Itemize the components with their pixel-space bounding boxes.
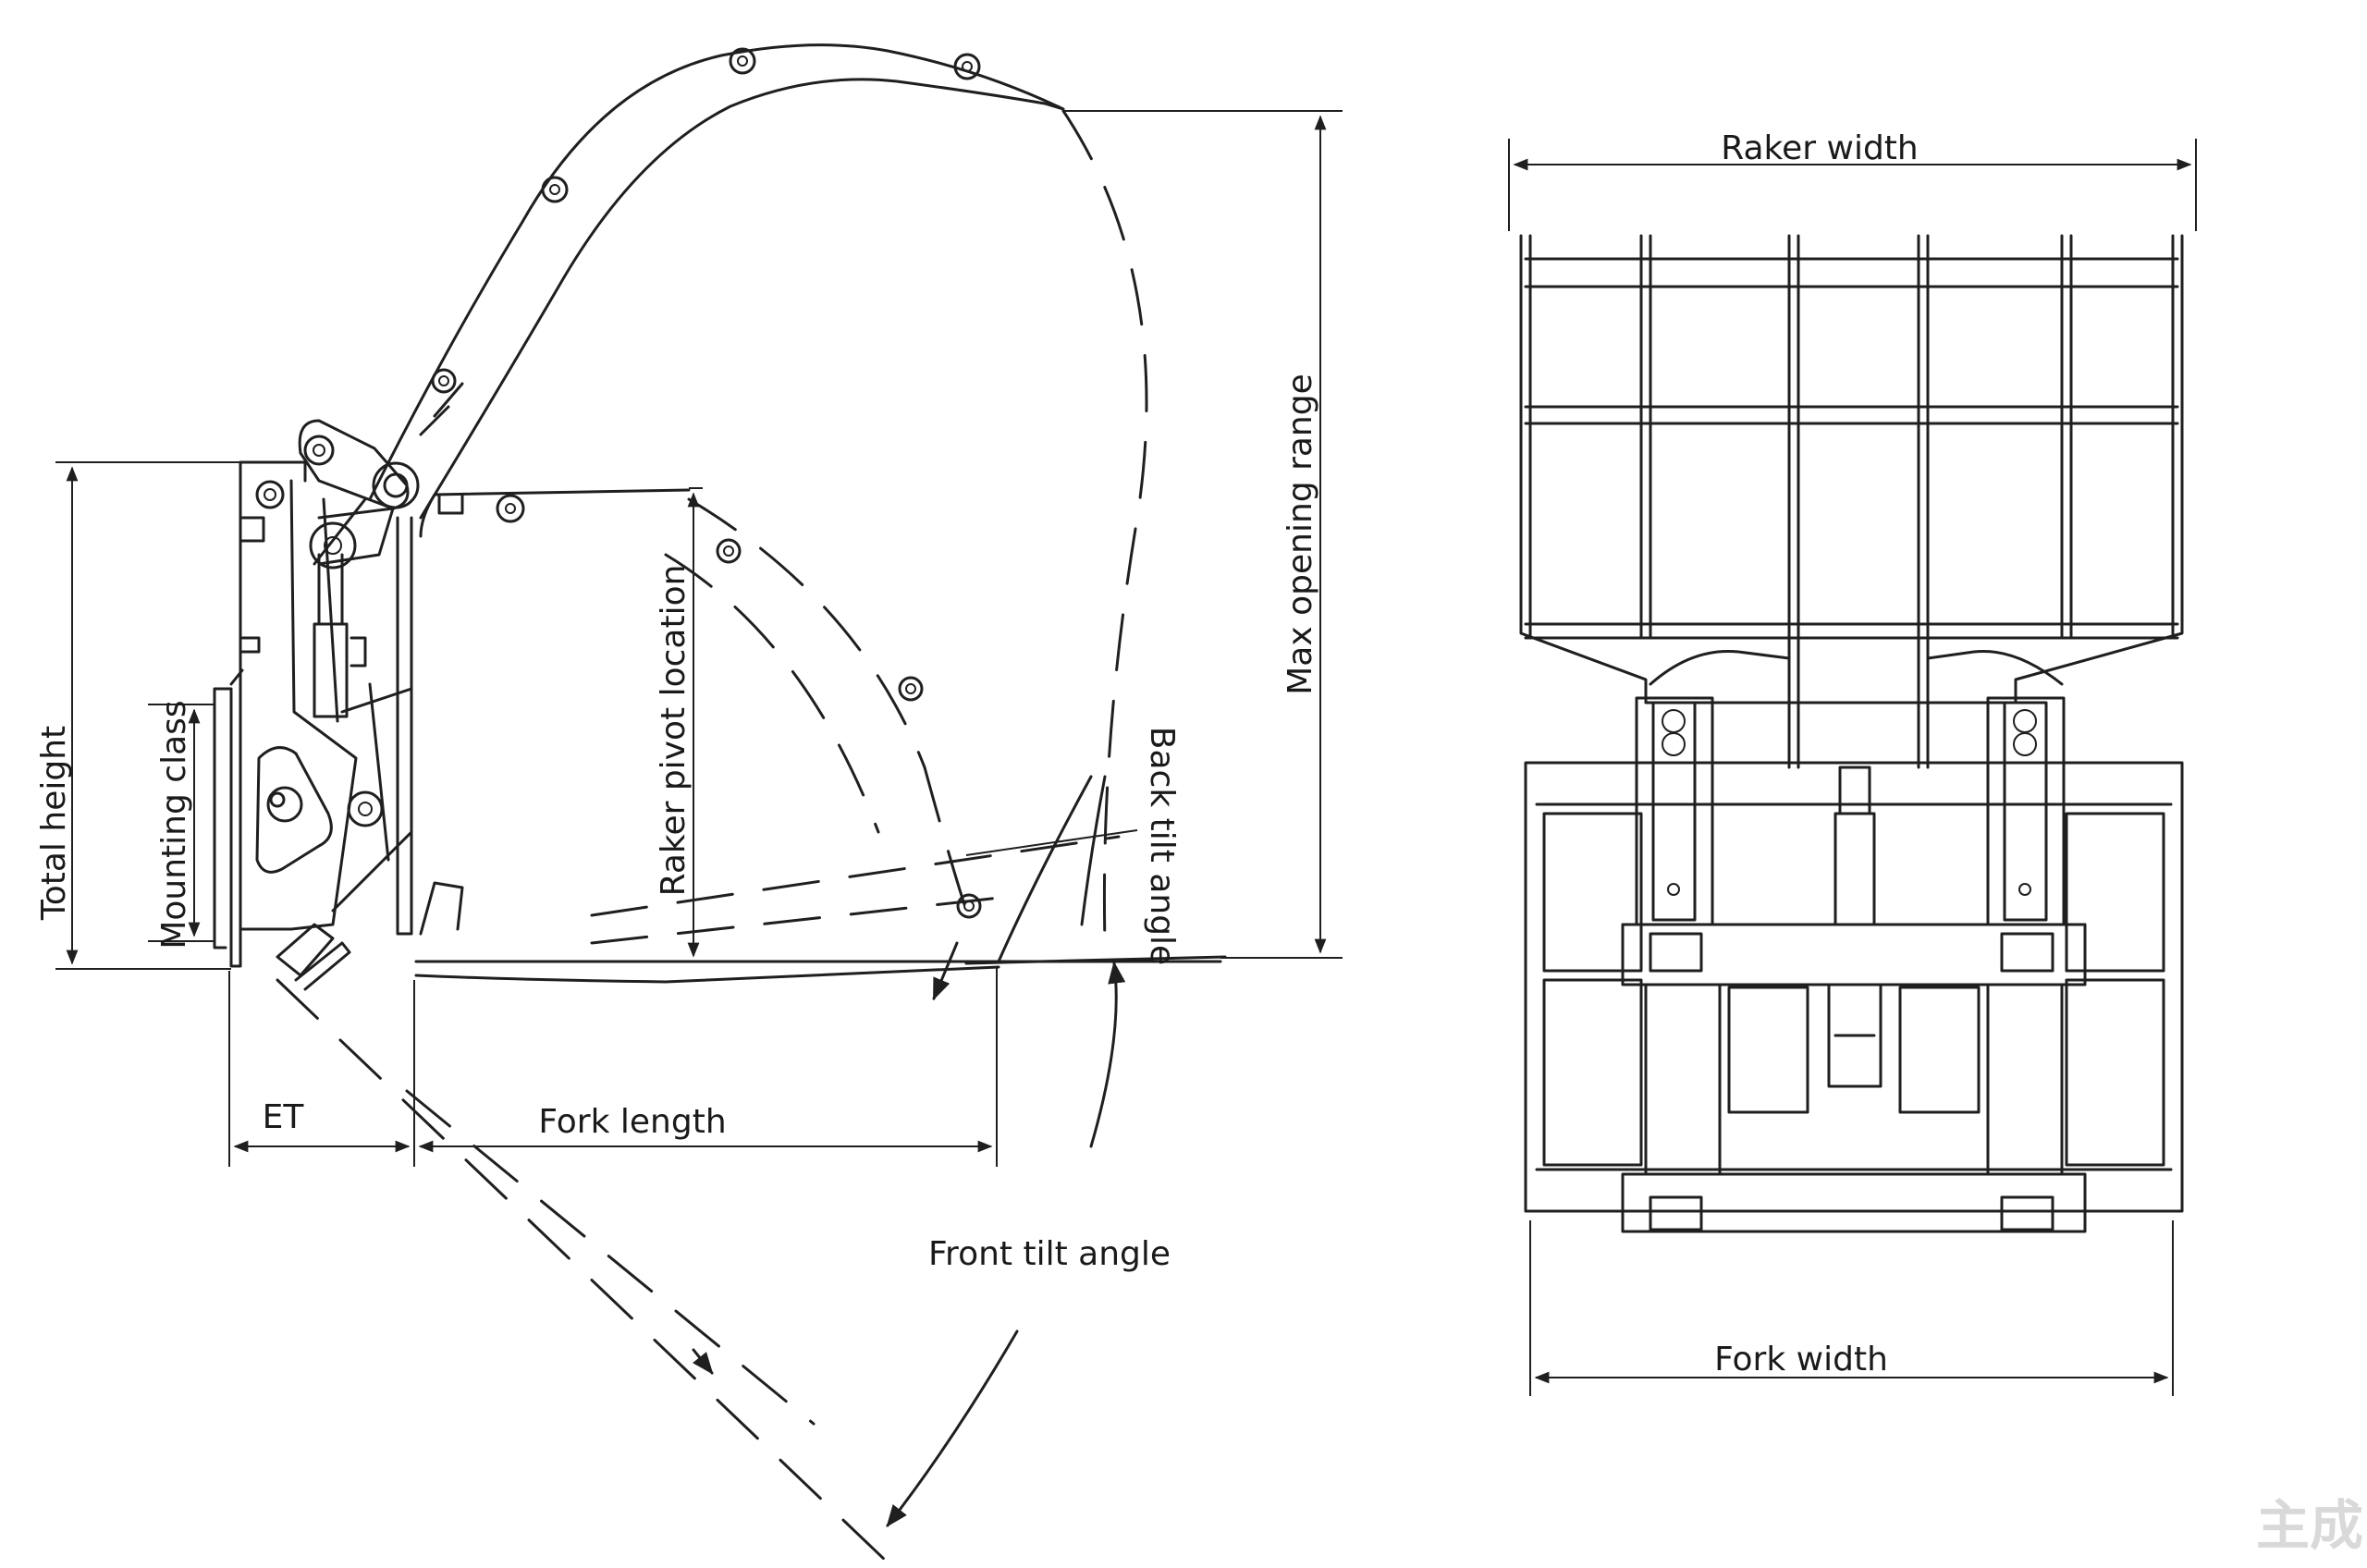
raker-swing-path	[590, 109, 1148, 945]
label-et: ET	[263, 1098, 305, 1136]
pivot-bracket	[255, 746, 384, 874]
side-cylinders	[1635, 696, 2066, 926]
label-fork-length: Fork length	[538, 1103, 726, 1141]
lower-link	[276, 923, 351, 991]
fork-tines	[1621, 983, 2087, 1233]
label-total-height: Total height	[35, 726, 73, 921]
label-raker-width: Raker width	[1721, 129, 1918, 167]
center-cylinder	[1827, 766, 1883, 1088]
label-mounting-class: Mounting class	[155, 700, 193, 949]
dimensions	[55, 110, 1343, 1167]
raker-grid	[1519, 234, 2184, 769]
label-back-tilt-angle: Back tilt angle	[1143, 727, 1181, 965]
mounting-plate	[213, 460, 358, 968]
front-view: Raker width Fork width	[1508, 129, 2197, 1396]
carriage-frame	[1524, 761, 2184, 1213]
side-view: Total height Mounting class Raker pivot …	[35, 43, 1343, 1564]
top-link	[298, 419, 420, 566]
watermark: 主成	[2256, 1494, 2363, 1557]
raker-arm	[368, 43, 1065, 520]
label-raker-pivot-location: Raker pivot location	[655, 565, 693, 897]
label-front-tilt-angle: Front tilt angle	[928, 1235, 1171, 1273]
front-dimensions	[1508, 139, 2197, 1396]
label-fork-width: Fork width	[1714, 1341, 1888, 1378]
hydraulic-cylinder	[309, 521, 413, 913]
label-max-opening-range: Max opening range	[1282, 374, 1319, 695]
angle-arcs	[692, 829, 1138, 1527]
fork-frame	[396, 488, 1227, 984]
